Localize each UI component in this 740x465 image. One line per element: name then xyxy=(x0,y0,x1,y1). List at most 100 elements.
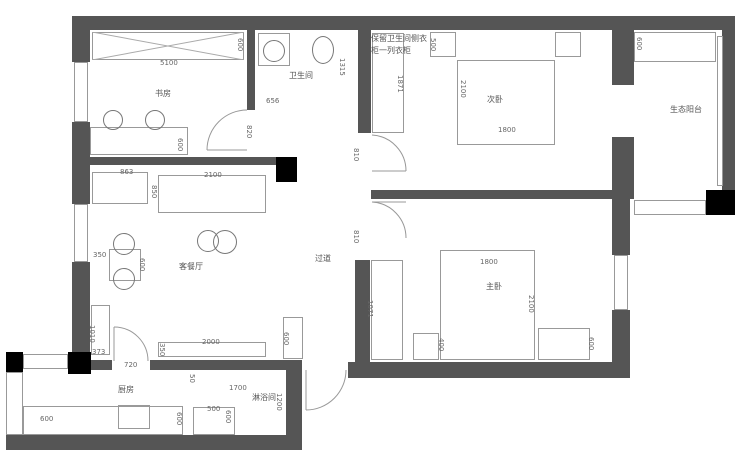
nightstand xyxy=(555,32,581,57)
window-kitchen-top xyxy=(23,354,68,369)
wall-left-mid xyxy=(72,122,90,204)
dimension: 656 xyxy=(266,97,280,105)
bed2-bed xyxy=(457,60,555,145)
dimension: 600 xyxy=(176,138,184,152)
room-label-balcony: 生态阳台 xyxy=(670,105,702,114)
note: 柜一列衣柜 xyxy=(371,46,411,55)
study-cabinet xyxy=(92,32,244,60)
cabinet-cross xyxy=(92,32,244,60)
dimension: 2100 xyxy=(204,171,222,179)
dimension: 600 xyxy=(282,332,290,346)
room-label-second-bedroom: 次卧 xyxy=(487,95,503,104)
shoe-cabinet xyxy=(91,305,110,355)
dimension: 1071 xyxy=(366,300,374,318)
window-balcony xyxy=(717,36,723,186)
side-cabinet xyxy=(92,172,148,204)
note: 保留卫生间侧衣 xyxy=(371,34,427,43)
window-living xyxy=(74,204,88,262)
dimension: 500 xyxy=(429,38,437,52)
dimension: 350 xyxy=(158,343,166,357)
chair xyxy=(145,110,165,130)
window-study xyxy=(74,62,88,122)
room-label-master-bedroom: 主卧 xyxy=(486,282,502,291)
chair xyxy=(113,268,135,290)
dimension: 600 xyxy=(635,37,643,51)
wall-kitchen-top xyxy=(90,360,112,370)
room-label-living-dining: 客餐厅 xyxy=(179,262,203,271)
window-bed1 xyxy=(614,255,628,310)
tv-cabinet xyxy=(158,342,266,357)
toilet xyxy=(312,36,334,64)
dimension: 820 xyxy=(245,125,253,139)
coffee-table xyxy=(213,230,237,254)
dimension: 2000 xyxy=(202,338,220,346)
dimension: 600 xyxy=(138,258,146,272)
room-label-kitchen: 厨房 xyxy=(118,385,134,394)
wall-left-upper xyxy=(72,16,90,62)
balcony-cabinet xyxy=(634,32,716,62)
bed1-wardrobe xyxy=(371,260,403,360)
wall-study-bath xyxy=(247,30,255,110)
wall-balcony-right xyxy=(722,30,735,192)
nightstand xyxy=(413,333,439,360)
dimension: 863 xyxy=(120,168,134,176)
dimension: 850 xyxy=(150,185,158,199)
pillar xyxy=(276,157,297,182)
kitchen-counter xyxy=(23,406,183,435)
wall-kitchen-top-b xyxy=(150,360,300,370)
dimension: 1871 xyxy=(396,75,404,93)
door-swing-bed2 xyxy=(371,134,407,172)
wall-bed1-bottom xyxy=(348,362,630,378)
dimension: 50 xyxy=(188,374,196,383)
wall-bed1-right-a xyxy=(612,199,630,255)
wall-kitchen-bottom xyxy=(6,435,302,450)
dimension: 810 xyxy=(352,148,360,162)
wall-study-bottom xyxy=(90,157,278,165)
dimension: 1800 xyxy=(498,126,516,134)
dimension: 400 xyxy=(437,338,445,352)
wall-top xyxy=(72,16,735,30)
dimension: 373 xyxy=(92,348,106,356)
wall-bed1-right-b xyxy=(612,310,630,378)
dimension: 720 xyxy=(124,361,138,369)
wall-kitchen-right xyxy=(286,360,302,450)
wall-left-lower xyxy=(72,262,90,357)
room-label-bathroom: 卫生间 xyxy=(289,71,313,80)
door-swing-kitchen xyxy=(113,326,149,362)
dimension: 1010 xyxy=(88,325,96,343)
sink xyxy=(118,405,150,429)
door-swing-shower xyxy=(305,369,347,411)
washing-machine xyxy=(258,33,290,66)
dimension: 600 xyxy=(587,337,595,351)
bed1-desk xyxy=(538,328,590,360)
sofa xyxy=(158,175,266,213)
room-label-study: 书房 xyxy=(155,89,171,98)
study-desk xyxy=(90,127,188,155)
cabinet xyxy=(283,317,303,359)
dimension: 2100 xyxy=(459,80,467,98)
wall-bed2-right-a xyxy=(612,30,634,85)
shower-basin xyxy=(193,407,235,435)
chair xyxy=(113,233,135,255)
dimension: 1200 xyxy=(275,393,283,411)
nightstand xyxy=(430,32,456,57)
door-swing-bed1 xyxy=(371,201,407,239)
dimension: 600 xyxy=(175,412,183,426)
dimension: 1800 xyxy=(480,258,498,266)
dimension: 350 xyxy=(93,251,107,259)
dimension: 600 xyxy=(224,410,232,424)
dimension: 600 xyxy=(40,415,54,423)
pillar xyxy=(68,352,91,374)
room-label-corridor: 过道 xyxy=(315,254,331,263)
bed1-bed xyxy=(440,250,535,360)
wall-bed2-bottom xyxy=(371,190,612,199)
window-balcony-bottom xyxy=(634,200,706,215)
wall-bed2-right-b xyxy=(612,137,634,199)
dimension: 1315 xyxy=(338,58,346,76)
room-label-shower: 淋浴间 xyxy=(252,393,276,402)
washer-drum xyxy=(263,40,285,62)
dimension: 2100 xyxy=(527,295,535,313)
dimension: 810 xyxy=(352,230,360,244)
dimension: 600 xyxy=(236,38,244,52)
dimension: 1700 xyxy=(229,384,247,392)
